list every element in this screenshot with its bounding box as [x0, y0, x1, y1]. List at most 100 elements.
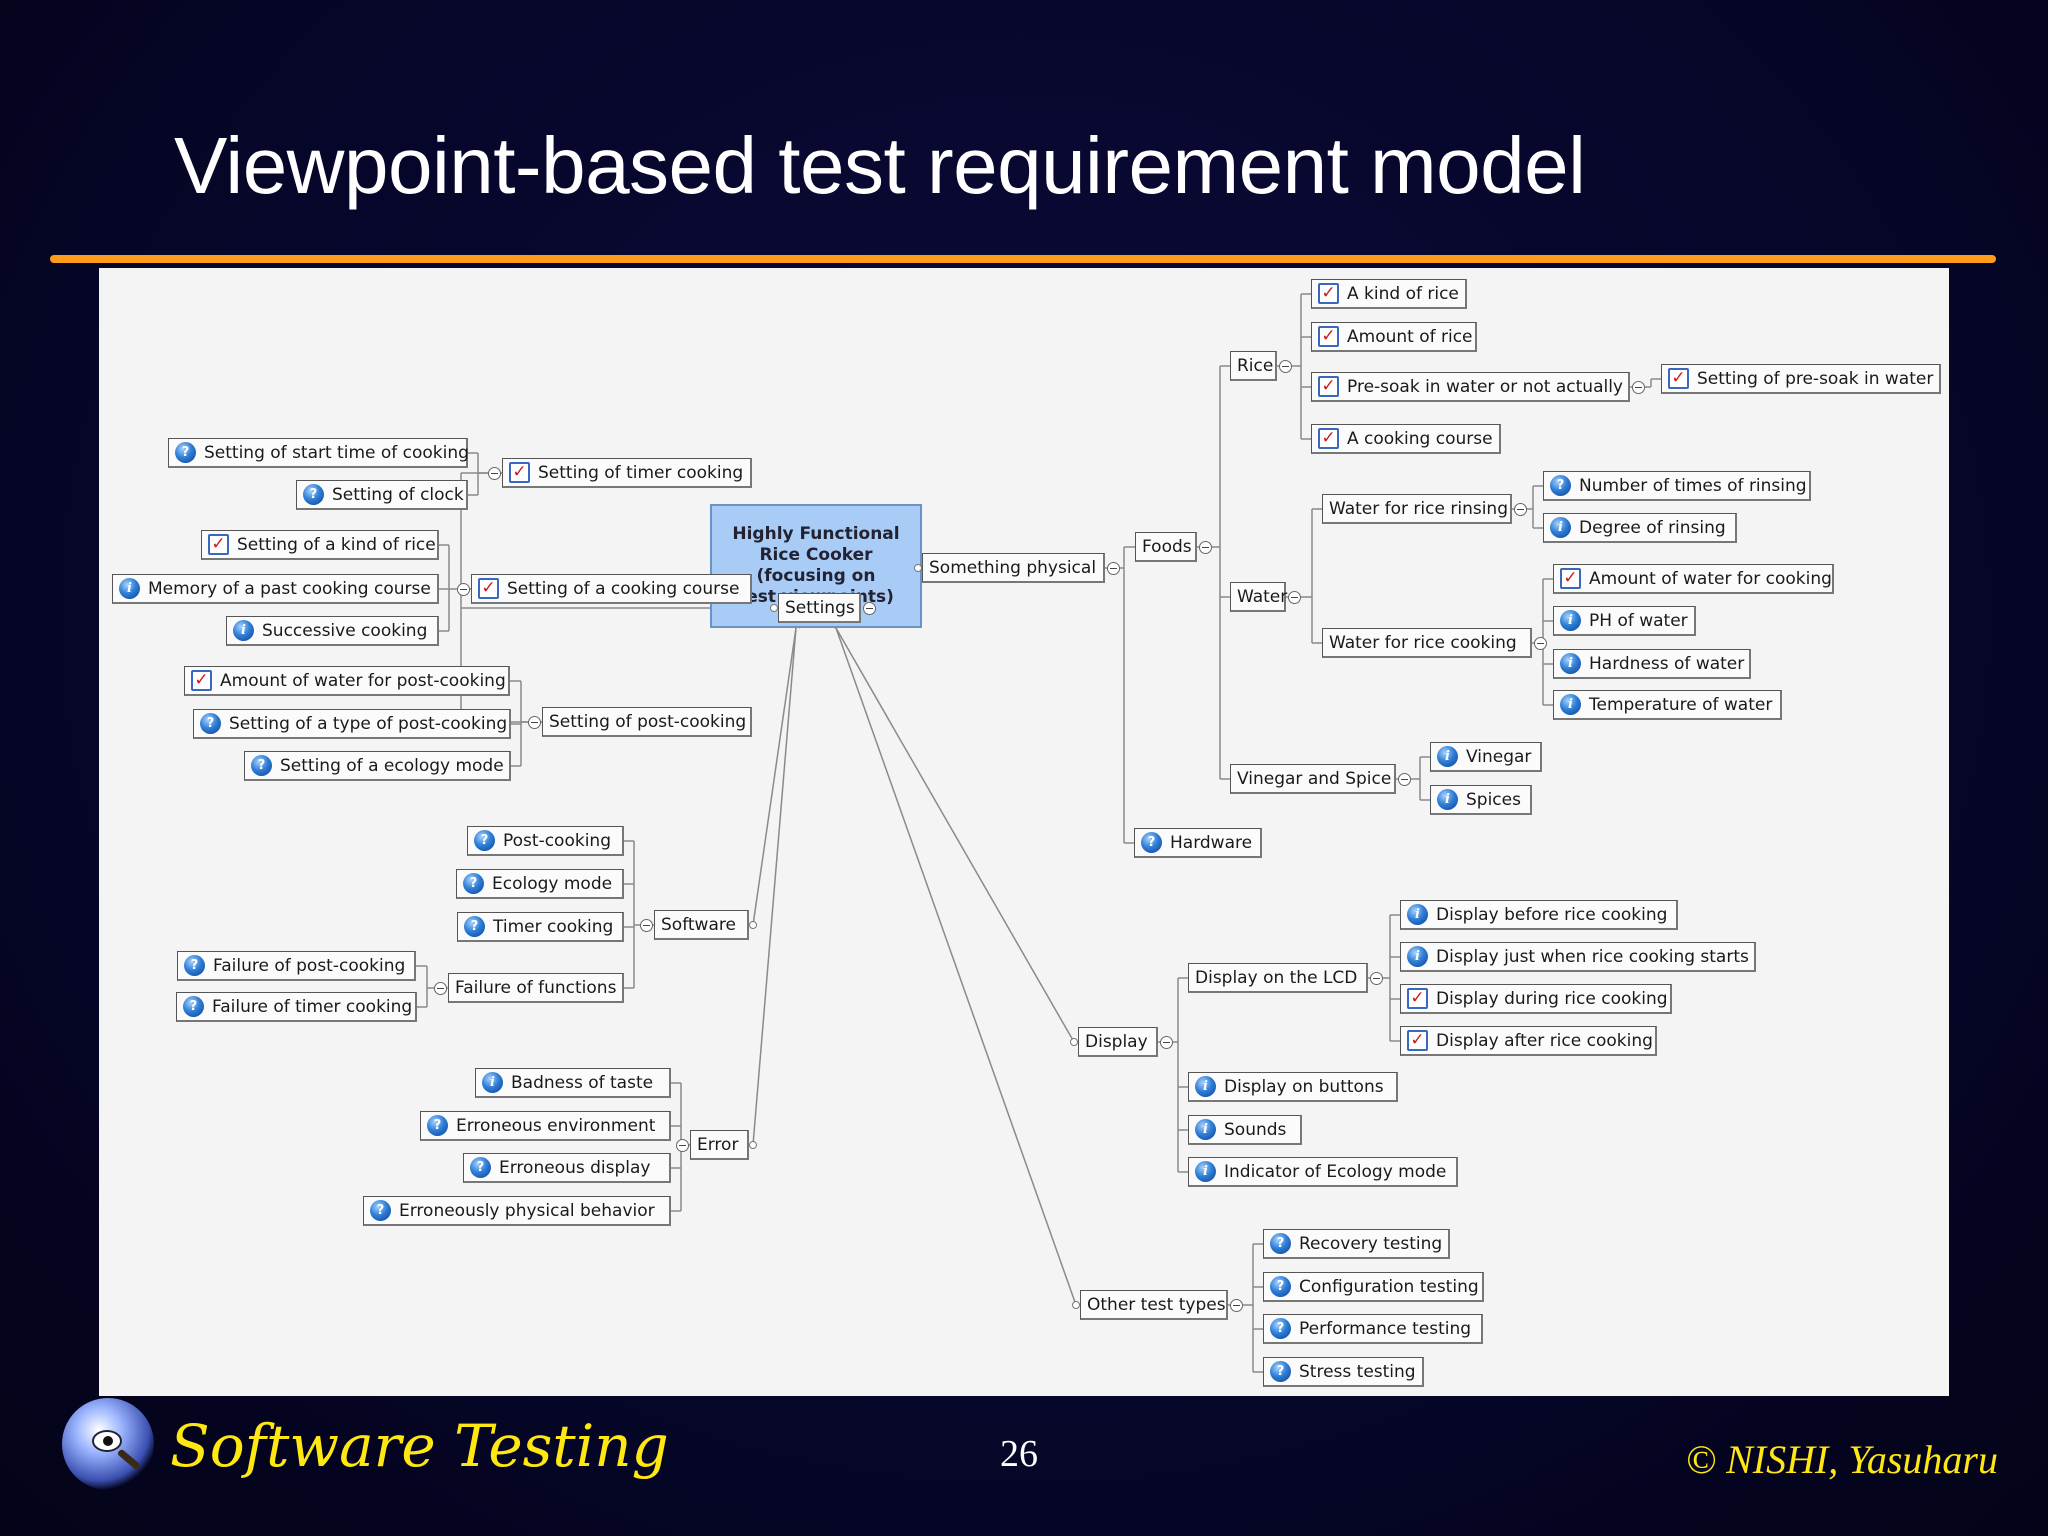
- mindmap-node-other[interactable]: Other test types: [1080, 1290, 1228, 1320]
- mindmap-node-recovery[interactable]: ?Recovery testing: [1263, 1229, 1450, 1259]
- mindmap-node-lcd[interactable]: Display on the LCD: [1188, 963, 1368, 993]
- mindmap-node-label: Stress testing: [1299, 1361, 1416, 1382]
- info-icon: i: [482, 1072, 503, 1093]
- collapse-toggle-icon[interactable]: [527, 715, 541, 729]
- collapse-toggle-icon[interactable]: [433, 981, 447, 995]
- mindmap-node-amt-rice[interactable]: ✓Amount of rice: [1311, 322, 1477, 352]
- mindmap-node-rinse-water[interactable]: Water for rice rinsing: [1322, 494, 1512, 524]
- mindmap-node-error[interactable]: Error: [690, 1130, 749, 1160]
- mindmap-node-cook-water[interactable]: Water for rice cooking: [1322, 628, 1532, 658]
- info-icon: i: [1560, 694, 1581, 715]
- mindmap-node-err-phys[interactable]: ?Erroneously physical behavior: [363, 1196, 671, 1226]
- mindmap-node-timer-cooking[interactable]: ?Timer cooking: [457, 912, 624, 942]
- mindmap-node-kind-rice[interactable]: ✓A kind of rice: [1311, 279, 1467, 309]
- mindmap-node-type-post[interactable]: ?Setting of a type of post-cooking: [193, 709, 511, 739]
- mindmap-node-err-disp[interactable]: ?Erroneous display: [463, 1153, 671, 1183]
- info-icon: i: [1437, 746, 1458, 767]
- mindmap-node-err-env[interactable]: ?Erroneous environment: [420, 1111, 671, 1141]
- collapse-toggle-icon[interactable]: [639, 918, 653, 932]
- collapse-toggle-icon[interactable]: [1278, 359, 1292, 373]
- mindmap-node-amt-water-cook[interactable]: ✓Amount of water for cooking: [1553, 564, 1834, 594]
- collapse-toggle-icon[interactable]: [1397, 772, 1411, 786]
- mindmap-node-stress[interactable]: ?Stress testing: [1263, 1357, 1424, 1387]
- collapse-toggle-icon[interactable]: [1287, 590, 1301, 604]
- mindmap-node-ecology-setting[interactable]: ?Setting of a ecology mode: [244, 751, 511, 781]
- mindmap-node-kind-rice-setting[interactable]: ✓Setting of a kind of rice: [201, 530, 439, 560]
- mindmap-node-failure-post[interactable]: ?Failure of post-cooking: [177, 951, 416, 981]
- collapse-toggle-icon[interactable]: [1369, 971, 1383, 985]
- info-icon: i: [1560, 610, 1581, 631]
- mindmap-node-set-post[interactable]: Setting of post-cooking: [542, 707, 752, 737]
- mindmap-node-foods[interactable]: Foods: [1135, 532, 1197, 562]
- mindmap-node-label: Setting of post-cooking: [549, 711, 747, 732]
- mindmap-node-software[interactable]: Software: [654, 910, 749, 940]
- collapse-toggle-icon[interactable]: [1106, 561, 1120, 575]
- mindmap-node-clock[interactable]: ?Setting of clock: [296, 480, 468, 510]
- mindmap-node-label: Error: [697, 1134, 739, 1155]
- mindmap-connector-dot: [770, 604, 778, 612]
- checkbox-checked-icon: ✓: [1318, 428, 1339, 449]
- mindmap-node-disp-during[interactable]: ✓Display during rice cooking: [1400, 984, 1672, 1014]
- collapse-toggle-icon[interactable]: [862, 601, 876, 615]
- collapse-toggle-icon[interactable]: [1533, 636, 1547, 650]
- collapse-toggle-icon[interactable]: [1631, 380, 1645, 394]
- mindmap-node-rice[interactable]: Rice: [1230, 351, 1277, 381]
- collapse-toggle-icon[interactable]: [1198, 540, 1212, 554]
- mindmap-node-label: Spices: [1466, 789, 1521, 810]
- mindmap-node-presoak-set[interactable]: ✓Setting of pre-soak in water: [1661, 364, 1941, 394]
- mindmap-node-label: Software: [661, 914, 736, 935]
- mindmap-node-course[interactable]: ✓A cooking course: [1311, 424, 1501, 454]
- question-icon: ?: [175, 442, 196, 463]
- collapse-toggle-icon[interactable]: [1159, 1035, 1173, 1049]
- checkbox-checked-icon: ✓: [1318, 283, 1339, 304]
- mindmap-node-amt-water-post[interactable]: ✓Amount of water for post-cooking: [184, 666, 510, 696]
- mindmap-node-performance[interactable]: ?Performance testing: [1263, 1314, 1483, 1344]
- mindmap-node-label: Setting of a kind of rice: [237, 534, 436, 555]
- mindmap-node-water[interactable]: Water: [1230, 582, 1287, 612]
- mindmap-node-post-cooking[interactable]: ?Post-cooking: [467, 826, 624, 856]
- mindmap-node-set-course[interactable]: ✓Setting of a cooking course: [471, 574, 752, 604]
- collapse-toggle-icon[interactable]: [1513, 502, 1527, 516]
- mindmap-node-label: Timer cooking: [493, 916, 614, 937]
- mindmap-node-configuration[interactable]: ?Configuration testing: [1263, 1272, 1484, 1302]
- mindmap-node-set-timer[interactable]: ✓Setting of timer cooking: [502, 458, 752, 488]
- mindmap-node-display[interactable]: Display: [1078, 1027, 1158, 1057]
- mindmap-node-presoak[interactable]: ✓Pre-soak in water or not actually: [1311, 372, 1630, 402]
- mindmap-node-failure-timer[interactable]: ?Failure of timer cooking: [176, 992, 417, 1022]
- collapse-toggle-icon[interactable]: [456, 582, 470, 596]
- collapse-toggle-icon[interactable]: [487, 466, 501, 480]
- info-icon: i: [1560, 653, 1581, 674]
- mindmap-node-start-time[interactable]: ?Setting of start time of cooking: [168, 438, 469, 468]
- mindmap-node-num-rinse[interactable]: ?Number of times of rinsing: [1543, 471, 1811, 501]
- mindmap-node-vinegar-spice[interactable]: Vinegar and Spice: [1230, 764, 1396, 794]
- mindmap-node-label: Badness of taste: [511, 1072, 654, 1093]
- collapse-toggle-icon[interactable]: [675, 1138, 689, 1152]
- question-icon: ?: [251, 755, 272, 776]
- mindmap-node-ecology-mode[interactable]: ?Ecology mode: [456, 869, 624, 899]
- mindmap-node-failure-funcs[interactable]: Failure of functions: [448, 973, 624, 1003]
- question-icon: ?: [1270, 1318, 1291, 1339]
- mindmap-node-label: Rice: [1237, 355, 1274, 376]
- central-topic-line: (focusing on: [756, 566, 876, 586]
- mindmap-node-settings[interactable]: Settings: [778, 593, 861, 623]
- collapse-toggle-icon[interactable]: [1229, 1298, 1243, 1312]
- mindmap-node-hardware[interactable]: ?Hardware: [1134, 828, 1262, 858]
- mindmap-node-badness[interactable]: i Badness of taste: [475, 1068, 671, 1098]
- mindmap-node-physical[interactable]: Something physical: [922, 553, 1105, 583]
- mindmap-connector-dot: [914, 564, 922, 572]
- mindmap-node-label: Vinegar and Spice: [1237, 768, 1392, 789]
- mindmap-node-disp-after[interactable]: ✓Display after rice cooking: [1400, 1026, 1657, 1056]
